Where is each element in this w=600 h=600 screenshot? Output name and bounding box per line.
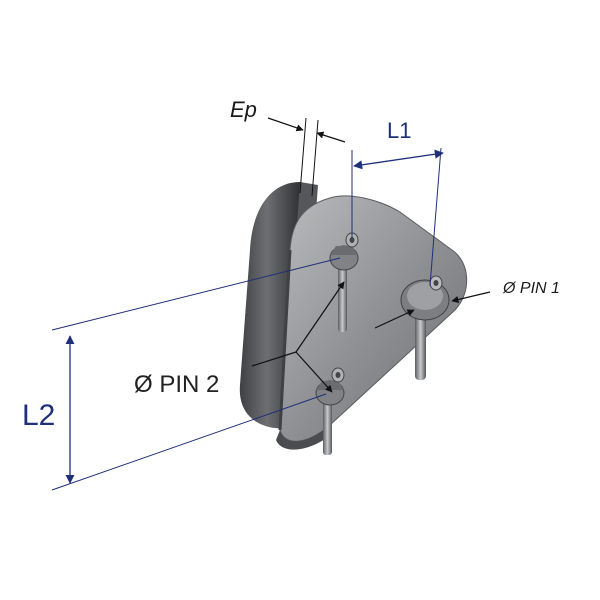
label-pin1: Ø PIN 1 [502,280,560,297]
plate-front [276,195,468,450]
pin2-upper [329,232,359,332]
dim-l2: L2 [22,257,341,491]
label-l2: L2 [22,399,55,432]
label-l1: L1 [387,118,411,143]
label-pin2: Ø PIN 2 [134,371,219,398]
leader-pin1: Ø PIN 1 [374,280,560,329]
dim-l1: L1 [351,118,444,287]
dim-ep: Ep [230,97,346,197]
leader-pin2: Ø PIN 2 [134,281,345,398]
label-ep: Ep [230,97,257,122]
pin2-lower [315,367,345,455]
